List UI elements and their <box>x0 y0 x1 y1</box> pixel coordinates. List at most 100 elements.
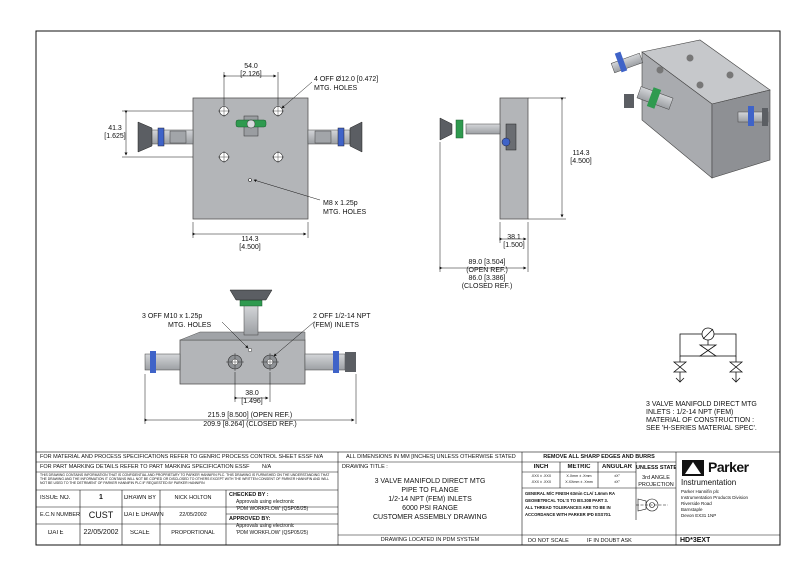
drawing-title-line-2: PIPE TO FLANGE <box>401 487 459 494</box>
dim-length-open: 215.9 [8.500] (OPEN REF.) <box>207 412 293 419</box>
tol-metric-1: X.Xmm ± .Xmm <box>566 474 592 478</box>
remove-burrs-note: REMOVE ALL SHARP EDGES AND BURRS <box>543 454 655 460</box>
general-finish-line-4: ACCORDANCE WITH PARKER IPD ESS701. <box>525 512 612 517</box>
notes-line-2: INLETS : 1/2-14 NPT (FEM) <box>646 409 734 416</box>
checked-by-line-2: 'PDM WORKFLOW' (QSP05/25) <box>236 506 309 512</box>
dim-height-in: [4.500] <box>570 158 592 165</box>
general-finish-line-1: GENERAL M/C FINISH 63min CLA/ 1.6mm RA <box>525 491 615 496</box>
brand-subtitle: Instrumentation <box>681 478 737 487</box>
projection-label-2: PROJECTION <box>638 482 674 488</box>
tol-inch-1: .XXX ± .XXX <box>530 474 552 478</box>
m10-label: 3 OFF M10 x 1.25p <box>142 313 203 320</box>
center-valve-front <box>235 115 267 137</box>
checked-by-label: CHECKED BY : <box>229 492 269 498</box>
scale-label: SCALE <box>130 530 150 536</box>
dim-height-mm: 114.3 <box>572 150 590 157</box>
approved-by-line-2: 'PDM WORKFLOW' (QSP05/25) <box>236 530 309 536</box>
issue-no-label: ISSUE NO. <box>40 495 71 501</box>
mtg-holes-label-2: MTG. HOLES <box>314 85 358 92</box>
dim-closed-ref: (CLOSED REF.) <box>461 283 513 290</box>
scale-value: PROPORTIONAL <box>171 530 215 536</box>
drawing-title-line-1: 3 VALVE MANIFOLD DIRECT MTG <box>374 478 486 485</box>
dimensions-note: ALL DIMENSIONS IN MM [INCHES] UNLESS OTH… <box>346 454 516 460</box>
dim-closed: 86.0 [3.386] <box>468 275 506 282</box>
npt-label: 2 OFF 1/2-14 NPT <box>313 313 371 320</box>
do-not-scale-note: DO NOT SCALE <box>528 538 569 544</box>
checked-by-line-1: Approvals using electronic <box>236 499 295 505</box>
notes-line-1: 3 VALVE MANIFOLD DIRECT MTG <box>646 401 757 408</box>
general-finish-line-2: GEOMETRICAL TOL'S TO BS.308 PART 3. <box>525 498 609 503</box>
ecn-value: CUST <box>88 510 114 520</box>
tol-angular-2: ±X° <box>614 480 620 484</box>
dim-open: 89.0 [3.504] <box>468 259 506 266</box>
parker-brand: Parker <box>708 459 749 475</box>
date-value: 22/05/2002 <box>83 529 119 536</box>
notes-line-3: MATERIAL OF CONSTRUCTION : <box>646 417 755 424</box>
front-view <box>122 72 363 238</box>
issue-no-value: 1 <box>99 494 103 501</box>
side-view <box>439 97 566 272</box>
pdm-location-note: DRAWING LOCATED IN PDM SYSTEM <box>380 537 480 543</box>
notes-line-4: SEE 'H-SERIES MATERIAL SPEC'. <box>646 425 757 432</box>
isometric-view <box>610 39 771 179</box>
approved-by-line-1: Approvals using electronic <box>236 523 295 529</box>
third-angle-projection-icon <box>636 498 668 512</box>
address-line-2: Instrumentation Products Division <box>681 495 749 500</box>
general-finish-line-3: ALL THREAD TOLERANCES ARE TO BE IN <box>525 505 611 510</box>
left-valve-front <box>137 121 194 153</box>
drawn-by-label: DRAWN BY <box>124 495 157 501</box>
tol-metric-2: X.XXmm ± .Xmm <box>565 480 593 484</box>
dim-length-closed: 209.9 [8.264] (CLOSED REF.) <box>203 421 297 428</box>
tol-angular-1: ±X° <box>614 474 620 478</box>
drawing-title-line-5: CUSTOMER ASSEMBLY DRAWING <box>372 514 488 521</box>
part-marking-value: N/A <box>262 464 272 470</box>
address-line-3: Riverside Road <box>681 501 712 506</box>
dim-centers-in: [1.496] <box>241 398 263 405</box>
angular-header: ANGULAR <box>602 464 632 470</box>
approved-by-label: APPROVED BY: <box>229 516 271 522</box>
plan-view <box>144 289 357 424</box>
material-spec-note: FOR MATERIAL AND PROCESS SPECIFICATIONS … <box>40 454 313 460</box>
ecn-label: E.C.N NUMBER <box>40 512 81 518</box>
date-label: DATE <box>48 530 64 536</box>
inch-header: INCH <box>533 464 549 470</box>
address-line-5: Devon EX31 1NP <box>681 513 717 518</box>
m8-label-2: MTG. HOLES <box>323 209 367 216</box>
dim-width-mm: 114.3 <box>241 236 259 243</box>
drawing-title-line-3: 1/2-14 NPT (FEM) INLETS <box>388 496 472 503</box>
valve-schematic <box>672 327 744 383</box>
dim-centers-mm: 38.0 <box>245 390 259 397</box>
drawn-by-value: NICK HOLTON <box>174 495 212 501</box>
confidentiality-notice: THIS DRAWING CONTAINS INFORMATION THAT I… <box>40 473 330 486</box>
dim-top-in: [2.126] <box>240 71 262 78</box>
right-valve-front <box>307 121 363 153</box>
dim-left-in: [1.625] <box>104 133 126 140</box>
title-block-grid <box>35 451 781 546</box>
drawing-title-label: DRAWING TITLE : <box>342 464 388 470</box>
date-drawn-value: 22/05/2002 <box>179 512 207 518</box>
m10-label-2: MTG. HOLES <box>168 322 212 329</box>
dim-top-mm: 54.0 <box>244 63 258 70</box>
unless-stated-label: UNLESS STATED <box>636 465 676 471</box>
m8-label: M8 x 1.25p <box>323 200 358 207</box>
projection-label-1: 3rd ANGLE <box>642 475 670 481</box>
metric-header: METRIC <box>567 464 591 470</box>
npt-label-2: (FEM) INLETS <box>313 322 359 329</box>
drawing-title-line-4: 6000 PSI RANGE <box>402 505 458 512</box>
mtg-holes-label: 4 OFF Ø12.0 [0.472] <box>314 76 379 83</box>
part-number: HD*3EXT <box>680 537 711 544</box>
tol-inch-2: .XXX ± .XXX <box>530 480 552 484</box>
parker-logo-icon <box>682 460 704 476</box>
dim-left-mm: 41.3 <box>108 125 122 132</box>
dim-width-in: [4.500] <box>239 244 261 251</box>
dim-depth-mm: 38.1 <box>507 234 521 241</box>
material-spec-value: N/A <box>314 454 324 460</box>
address-line-4: Barnstaple <box>681 507 703 512</box>
part-marking-note: FOR PART MARKING DETAILS REFER TO PART M… <box>40 464 250 470</box>
manifold-body-side <box>499 97 529 220</box>
if-in-doubt-note: IF IN DOUBT ASK <box>587 538 632 544</box>
date-drawn-label: DATE DRAWN <box>124 512 164 518</box>
address-line-1: Parker Hannifin plc <box>681 489 720 494</box>
